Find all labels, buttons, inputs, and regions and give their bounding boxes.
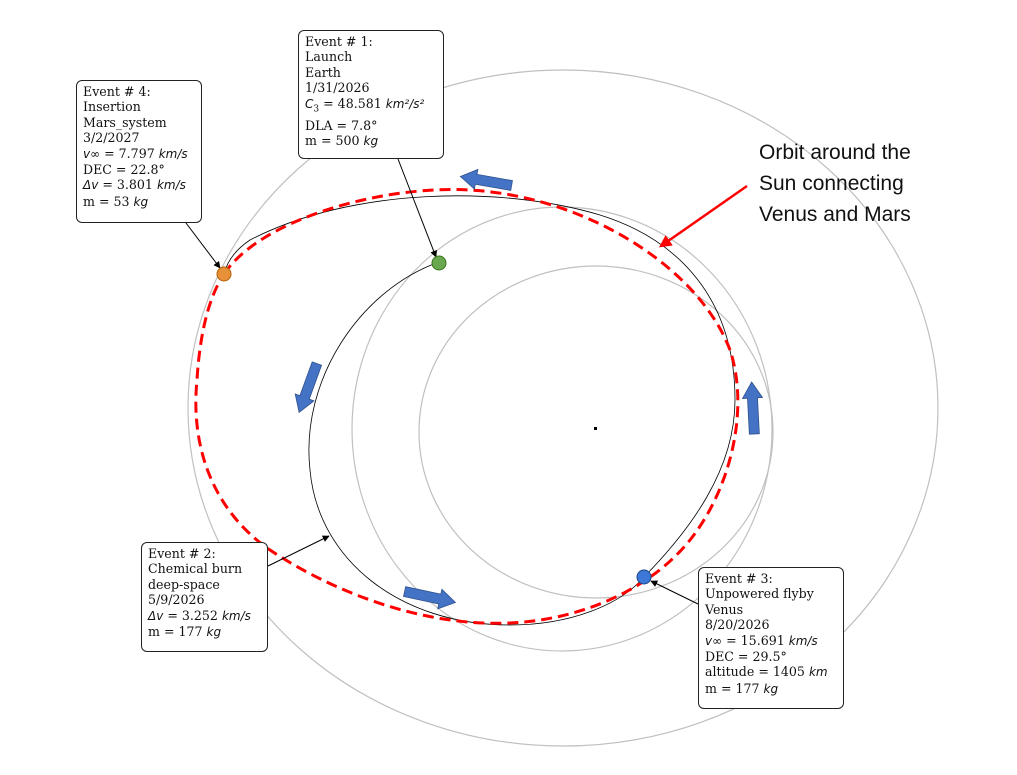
leader-event-4 xyxy=(185,222,221,269)
venus-marker xyxy=(636,569,652,585)
event-4-type: Insertion xyxy=(83,99,141,115)
event-1-mass: m = 500 kg xyxy=(305,132,379,148)
event-4-mass: m = 53 kg xyxy=(83,193,149,209)
annotation-arrow xyxy=(658,184,748,248)
event-3-box: Event # 3: Unpowered flyby Venus 8/20/20… xyxy=(698,567,844,709)
event-1-type: Launch xyxy=(305,49,353,65)
event-2-type: Chemical burn xyxy=(148,561,243,577)
annotation-line-2: Sun connecting xyxy=(759,172,904,195)
event-3-type: Unpowered flyby xyxy=(705,586,814,602)
event-1-c3: C3 = 48.581 km²/s² xyxy=(305,95,425,115)
event-4-dec: DEC = 22.8° xyxy=(83,162,165,178)
event-3-title: Event # 3: xyxy=(705,571,773,586)
leader-event-3 xyxy=(650,580,699,605)
mars-marker xyxy=(216,266,232,282)
event-3-dec: DEC = 29.5° xyxy=(705,649,787,665)
direction-arrow-bottom xyxy=(403,586,457,610)
event-2-title: Event # 2: xyxy=(148,546,216,561)
annotation-line-1: Orbit around the xyxy=(759,141,911,164)
event-2-body: deep-space xyxy=(148,576,220,592)
event-3-vinf: v∞ = 15.691 km/s xyxy=(705,632,818,648)
direction-arrow-top xyxy=(459,168,513,191)
direction-arrow-left xyxy=(294,361,323,414)
event-1-date: 1/31/2026 xyxy=(305,80,370,96)
event-1-title: Event # 1: xyxy=(305,34,373,49)
leader-event-2 xyxy=(267,535,330,567)
event-4-date: 3/2/2027 xyxy=(83,130,140,146)
event-4-dv: Δv = 3.801 km/s xyxy=(83,177,186,193)
event-4-vinf: v∞ = 7.797 km/s xyxy=(83,145,188,161)
leader-event-1 xyxy=(397,158,437,258)
transfer-orbit xyxy=(194,188,740,625)
event-3-date: 8/20/2026 xyxy=(705,617,770,633)
event-4-title: Event # 4: xyxy=(83,84,151,99)
event-3-mass: m = 177 kg xyxy=(705,680,779,696)
event-2-mass: m = 177 kg xyxy=(148,624,222,640)
event-2-dv: Δv = 3.252 km/s xyxy=(148,607,251,623)
event-4-box: Event # 4: Insertion Mars_system 3/2/202… xyxy=(76,80,202,223)
orbit-annotation: Orbit around the Sun connecting Venus an… xyxy=(759,137,979,230)
annotation-line-3: Venus and Mars xyxy=(759,203,911,226)
event-1-body: Earth xyxy=(305,64,341,80)
event-2-box: Event # 2: Chemical burn deep-space 5/9/… xyxy=(141,542,268,652)
venus-orbit xyxy=(418,265,774,599)
event-1-dla: DLA = 7.8° xyxy=(305,117,378,133)
event-3-alt: altitude = 1405 km xyxy=(705,664,828,680)
event-2-date: 5/9/2026 xyxy=(148,592,205,608)
mars-orbit xyxy=(187,69,939,747)
event-3-body: Venus xyxy=(705,601,744,617)
earth-marker xyxy=(431,255,447,271)
direction-arrow-right xyxy=(741,381,764,435)
event-4-body: Mars_system xyxy=(83,114,167,130)
event-1-box: Event # 1: Launch Earth 1/31/2026 C3 = 4… xyxy=(298,30,444,159)
sun-marker xyxy=(594,427,597,430)
